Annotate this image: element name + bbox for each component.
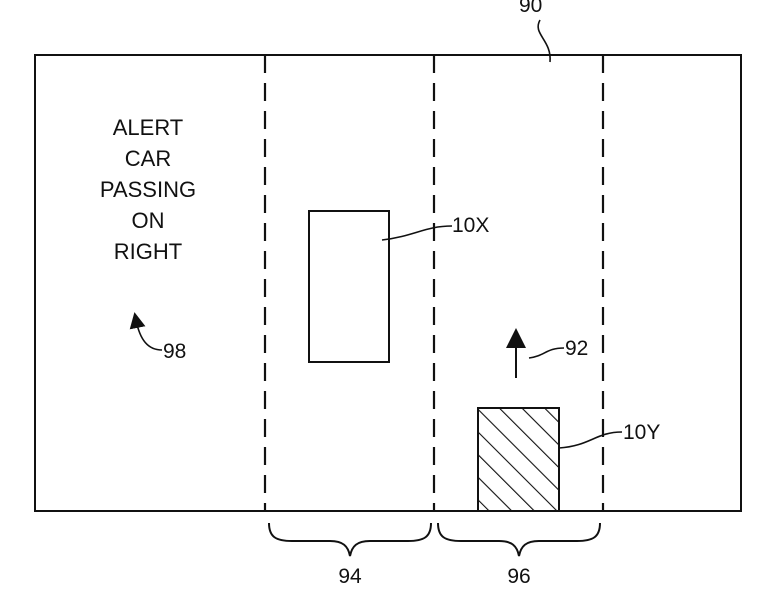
alert-line-3: PASSING <box>100 177 196 202</box>
lane-94-label: 94 <box>338 565 362 588</box>
vehicle-10y-leader <box>558 431 623 449</box>
vehicle-10y-label: 10Y <box>623 421 660 444</box>
alert-ref-arrow <box>129 312 163 351</box>
alert-line-5: RIGHT <box>114 239 182 264</box>
alert-message: ALERT CAR PASSING ON RIGHT <box>100 115 196 264</box>
alert-line-4: ON <box>132 208 165 233</box>
vehicle-10y <box>477 407 560 512</box>
alert-ref-label: 98 <box>163 340 186 363</box>
direction-label: 92 <box>565 337 588 360</box>
vehicle-10x-label: 10X <box>452 214 489 237</box>
alert-line-1: ALERT <box>113 115 184 140</box>
vehicle-10x <box>308 210 390 363</box>
lane-96-brace <box>437 522 601 557</box>
display-ref-label: 90 <box>519 0 542 17</box>
display-ref-leader <box>537 19 551 63</box>
lane-96-label: 96 <box>507 565 530 588</box>
display-frame <box>34 54 742 512</box>
direction-leader <box>528 347 565 359</box>
vehicle-10x-leader <box>381 225 453 241</box>
alert-line-2: CAR <box>125 146 171 171</box>
lane-94-brace <box>268 522 432 557</box>
